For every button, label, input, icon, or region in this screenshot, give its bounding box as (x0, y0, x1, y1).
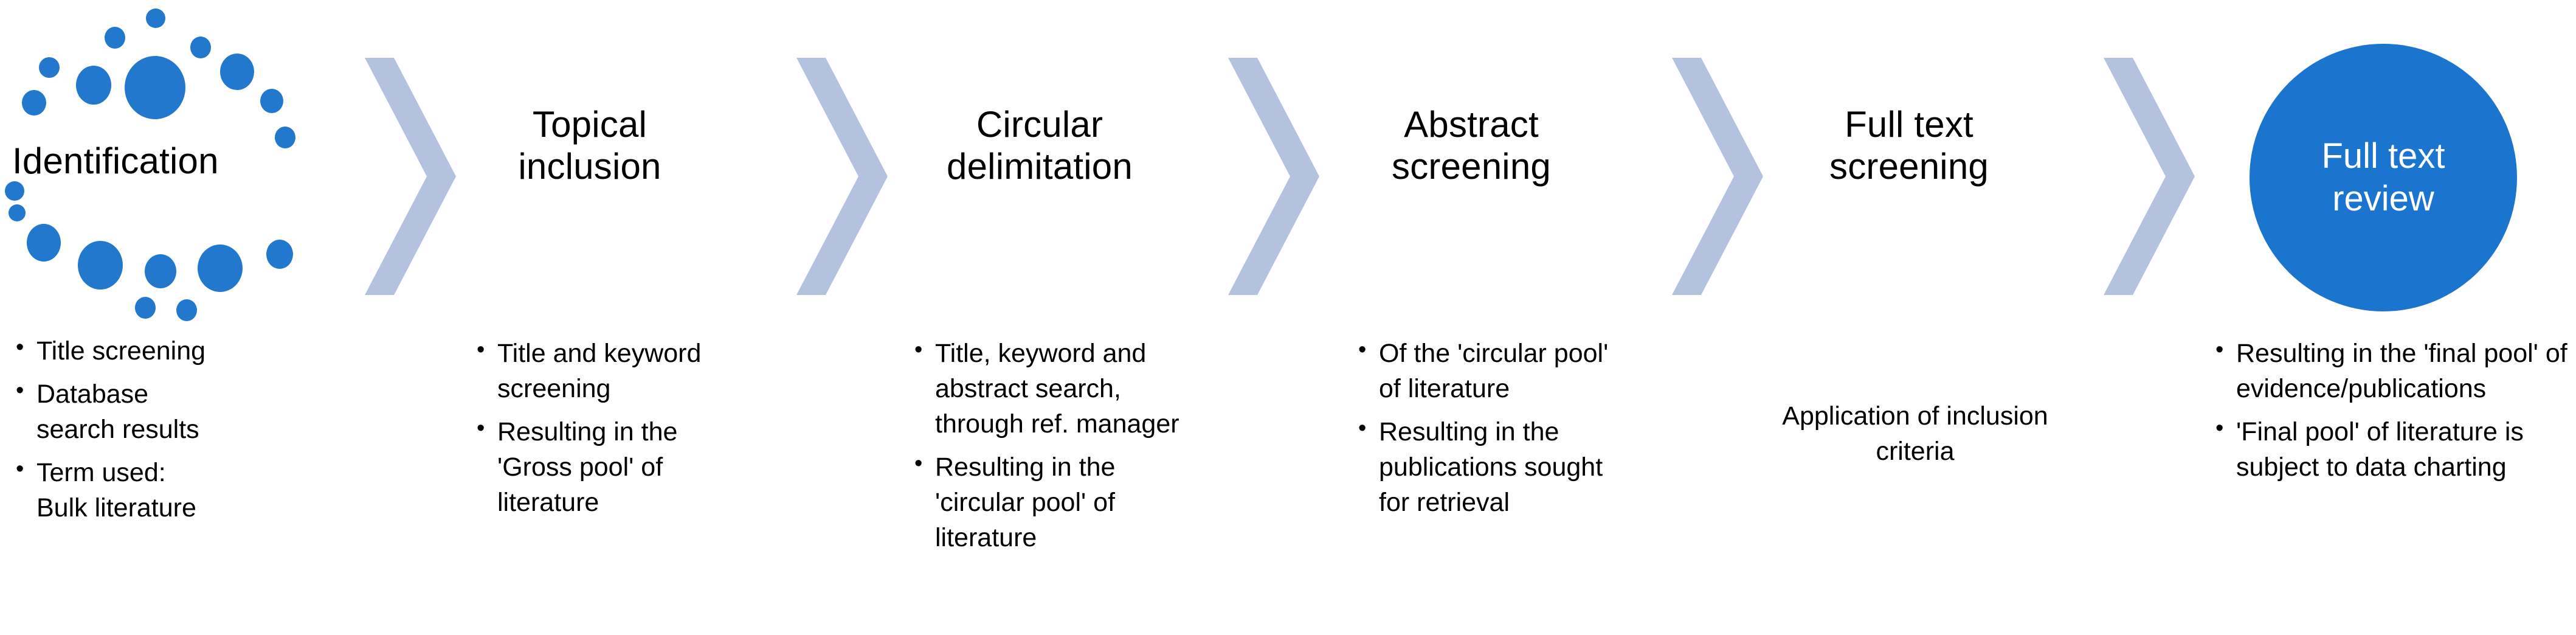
stage-title-full-text-screening: Full text screening (1775, 103, 2043, 187)
chevron-right-icon (2104, 58, 2195, 295)
list-item: Term used: Bulk literature (16, 454, 209, 526)
list-item: Title screening (16, 332, 209, 369)
stage-title-line: screening (1829, 146, 1989, 187)
stage-title-line: delimitation (947, 146, 1133, 187)
chevron-right-icon (1228, 58, 1319, 295)
stage-title-line: Circular (976, 104, 1103, 145)
list-item: Title and keyword screening (477, 335, 731, 406)
chevron-right-icon (1672, 58, 1763, 295)
list-item: Resulting in the 'final pool' of evidenc… (2215, 335, 2573, 406)
stage-title-line: Full text (2321, 136, 2445, 176)
list-item: Title, keyword and abstract search, thro… (914, 335, 1193, 442)
stage-title-line: Full text (1845, 104, 1973, 145)
list-item: Resulting in the 'circular pool' of lite… (914, 448, 1193, 555)
list-item: Database search results (16, 375, 209, 447)
list-item: Of the 'circular pool' of literature (1358, 335, 1618, 406)
list-item: Resulting in the 'Gross pool' of literat… (477, 413, 731, 520)
stage-title-line: inclusion (518, 146, 661, 187)
stage-title-line: Topical (532, 104, 647, 145)
stage-title-abstract-screening: Abstract screening (1331, 103, 1611, 187)
chevron-right-icon (365, 58, 456, 295)
chevron-right-icon (796, 58, 888, 295)
dot-cluster-icon (0, 0, 377, 322)
stage-note-full-text-screening: Application of inclusion criteria (1782, 401, 2048, 467)
stage-bullets-abstract-screening: Of the 'circular pool' of literature Res… (1351, 335, 1618, 528)
stage-bullets-topical-inclusion: Title and keyword screening Resulting in… (469, 335, 731, 528)
stage-title-identification: Identification (12, 141, 219, 181)
stage-bullets-identification: Title screening Database search results … (9, 332, 209, 533)
stage-title-circular-delimitation: Circular delimitation (894, 103, 1186, 187)
stage-title-line: Abstract (1404, 104, 1539, 145)
stage-title-line: screening (1392, 146, 1551, 187)
list-item: Resulting in the publications sought for… (1358, 413, 1618, 520)
stage-bullets-full-text-review: Resulting in the 'final pool' of evidenc… (2208, 335, 2573, 493)
stage-title-line: review (2332, 179, 2434, 218)
list-item: 'Final pool' of literature is subject to… (2215, 413, 2573, 485)
stage-bullets-circular-delimitation: Title, keyword and abstract search, thro… (907, 335, 1193, 563)
stage-title-topical-inclusion: Topical inclusion (462, 103, 717, 187)
stage-badge-full-text-review: Full text review (2250, 44, 2517, 311)
